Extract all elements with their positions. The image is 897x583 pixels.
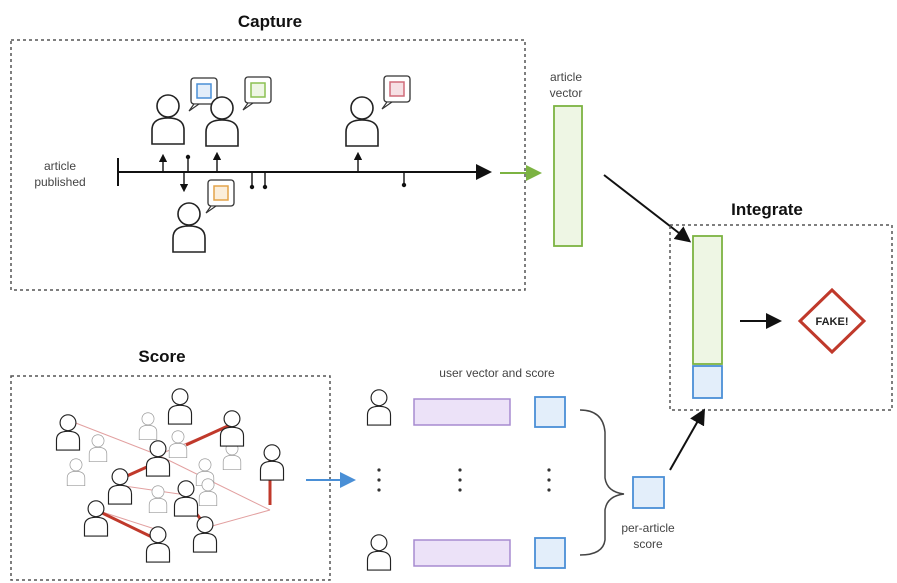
person-icon <box>148 485 168 514</box>
per-article-label-line1: per-article <box>621 521 675 535</box>
person-icon <box>366 389 392 426</box>
per-article-score-cell <box>632 476 665 509</box>
person-icon <box>192 516 218 553</box>
axis-label-line1: article <box>44 159 76 173</box>
person-icon <box>366 534 392 571</box>
person-icon <box>219 410 245 447</box>
capture-title: Capture <box>238 12 302 31</box>
person-icon <box>168 430 188 459</box>
person-icon <box>172 202 206 253</box>
person-icon <box>55 414 81 451</box>
person-icon <box>145 440 171 477</box>
per-article-score-group: per-article score <box>621 476 675 551</box>
axis-label-line2: published <box>34 175 85 189</box>
person-icon <box>88 434 108 463</box>
person-icon <box>222 442 242 471</box>
person-icon <box>107 468 133 505</box>
score-section: Score <box>10 347 331 581</box>
person-icon <box>83 500 109 537</box>
person-icon <box>205 96 239 147</box>
person-icon <box>66 458 86 487</box>
event-dot <box>262 184 268 190</box>
event-dot <box>185 154 191 160</box>
vector-to-integrate-arrow <box>603 174 692 243</box>
user-vector-bar <box>413 539 511 567</box>
document-icon <box>205 179 235 214</box>
document-icon <box>242 76 272 111</box>
person-icon <box>151 94 185 145</box>
diamond-icon <box>797 287 867 355</box>
article-vector-label-line1: article <box>550 70 582 84</box>
person-icon <box>173 480 199 517</box>
ellipsis-dots <box>377 468 551 492</box>
integrated-score-cell <box>692 365 723 399</box>
score-title: Score <box>138 347 185 366</box>
per-article-label-line2: score <box>633 537 663 551</box>
article-vector-label-line2: vector <box>550 86 583 100</box>
user-vector-list: user vector and score <box>366 366 566 571</box>
user-vector-bar <box>413 398 511 426</box>
aggregation-bracket <box>579 409 625 556</box>
user-score-cell <box>534 537 566 569</box>
verdict-label: FAKE! <box>816 316 849 328</box>
event-dot <box>401 182 407 188</box>
integrate-box <box>669 224 893 411</box>
capture-box <box>10 39 526 291</box>
person-icon <box>345 96 379 147</box>
score-box <box>10 375 331 581</box>
document-icon <box>188 77 218 112</box>
integrated-article-vector <box>692 235 723 365</box>
person-icon <box>198 478 218 507</box>
score-to-integrate-arrow <box>669 408 705 471</box>
person-icon <box>145 526 171 563</box>
article-vector-bar <box>553 105 583 247</box>
capture-section: Capture article published <box>10 12 526 291</box>
integrate-section: Integrate FAKE! <box>669 200 893 411</box>
user-score-cell <box>534 396 566 428</box>
integrate-title: Integrate <box>731 200 803 219</box>
person-icon <box>259 444 285 481</box>
user-vector-label: user vector and score <box>439 366 555 380</box>
article-vector-group: article vector <box>550 70 583 247</box>
document-icon <box>381 75 411 110</box>
person-icon <box>167 388 193 425</box>
event-dot <box>249 184 255 190</box>
person-icon <box>138 412 158 441</box>
